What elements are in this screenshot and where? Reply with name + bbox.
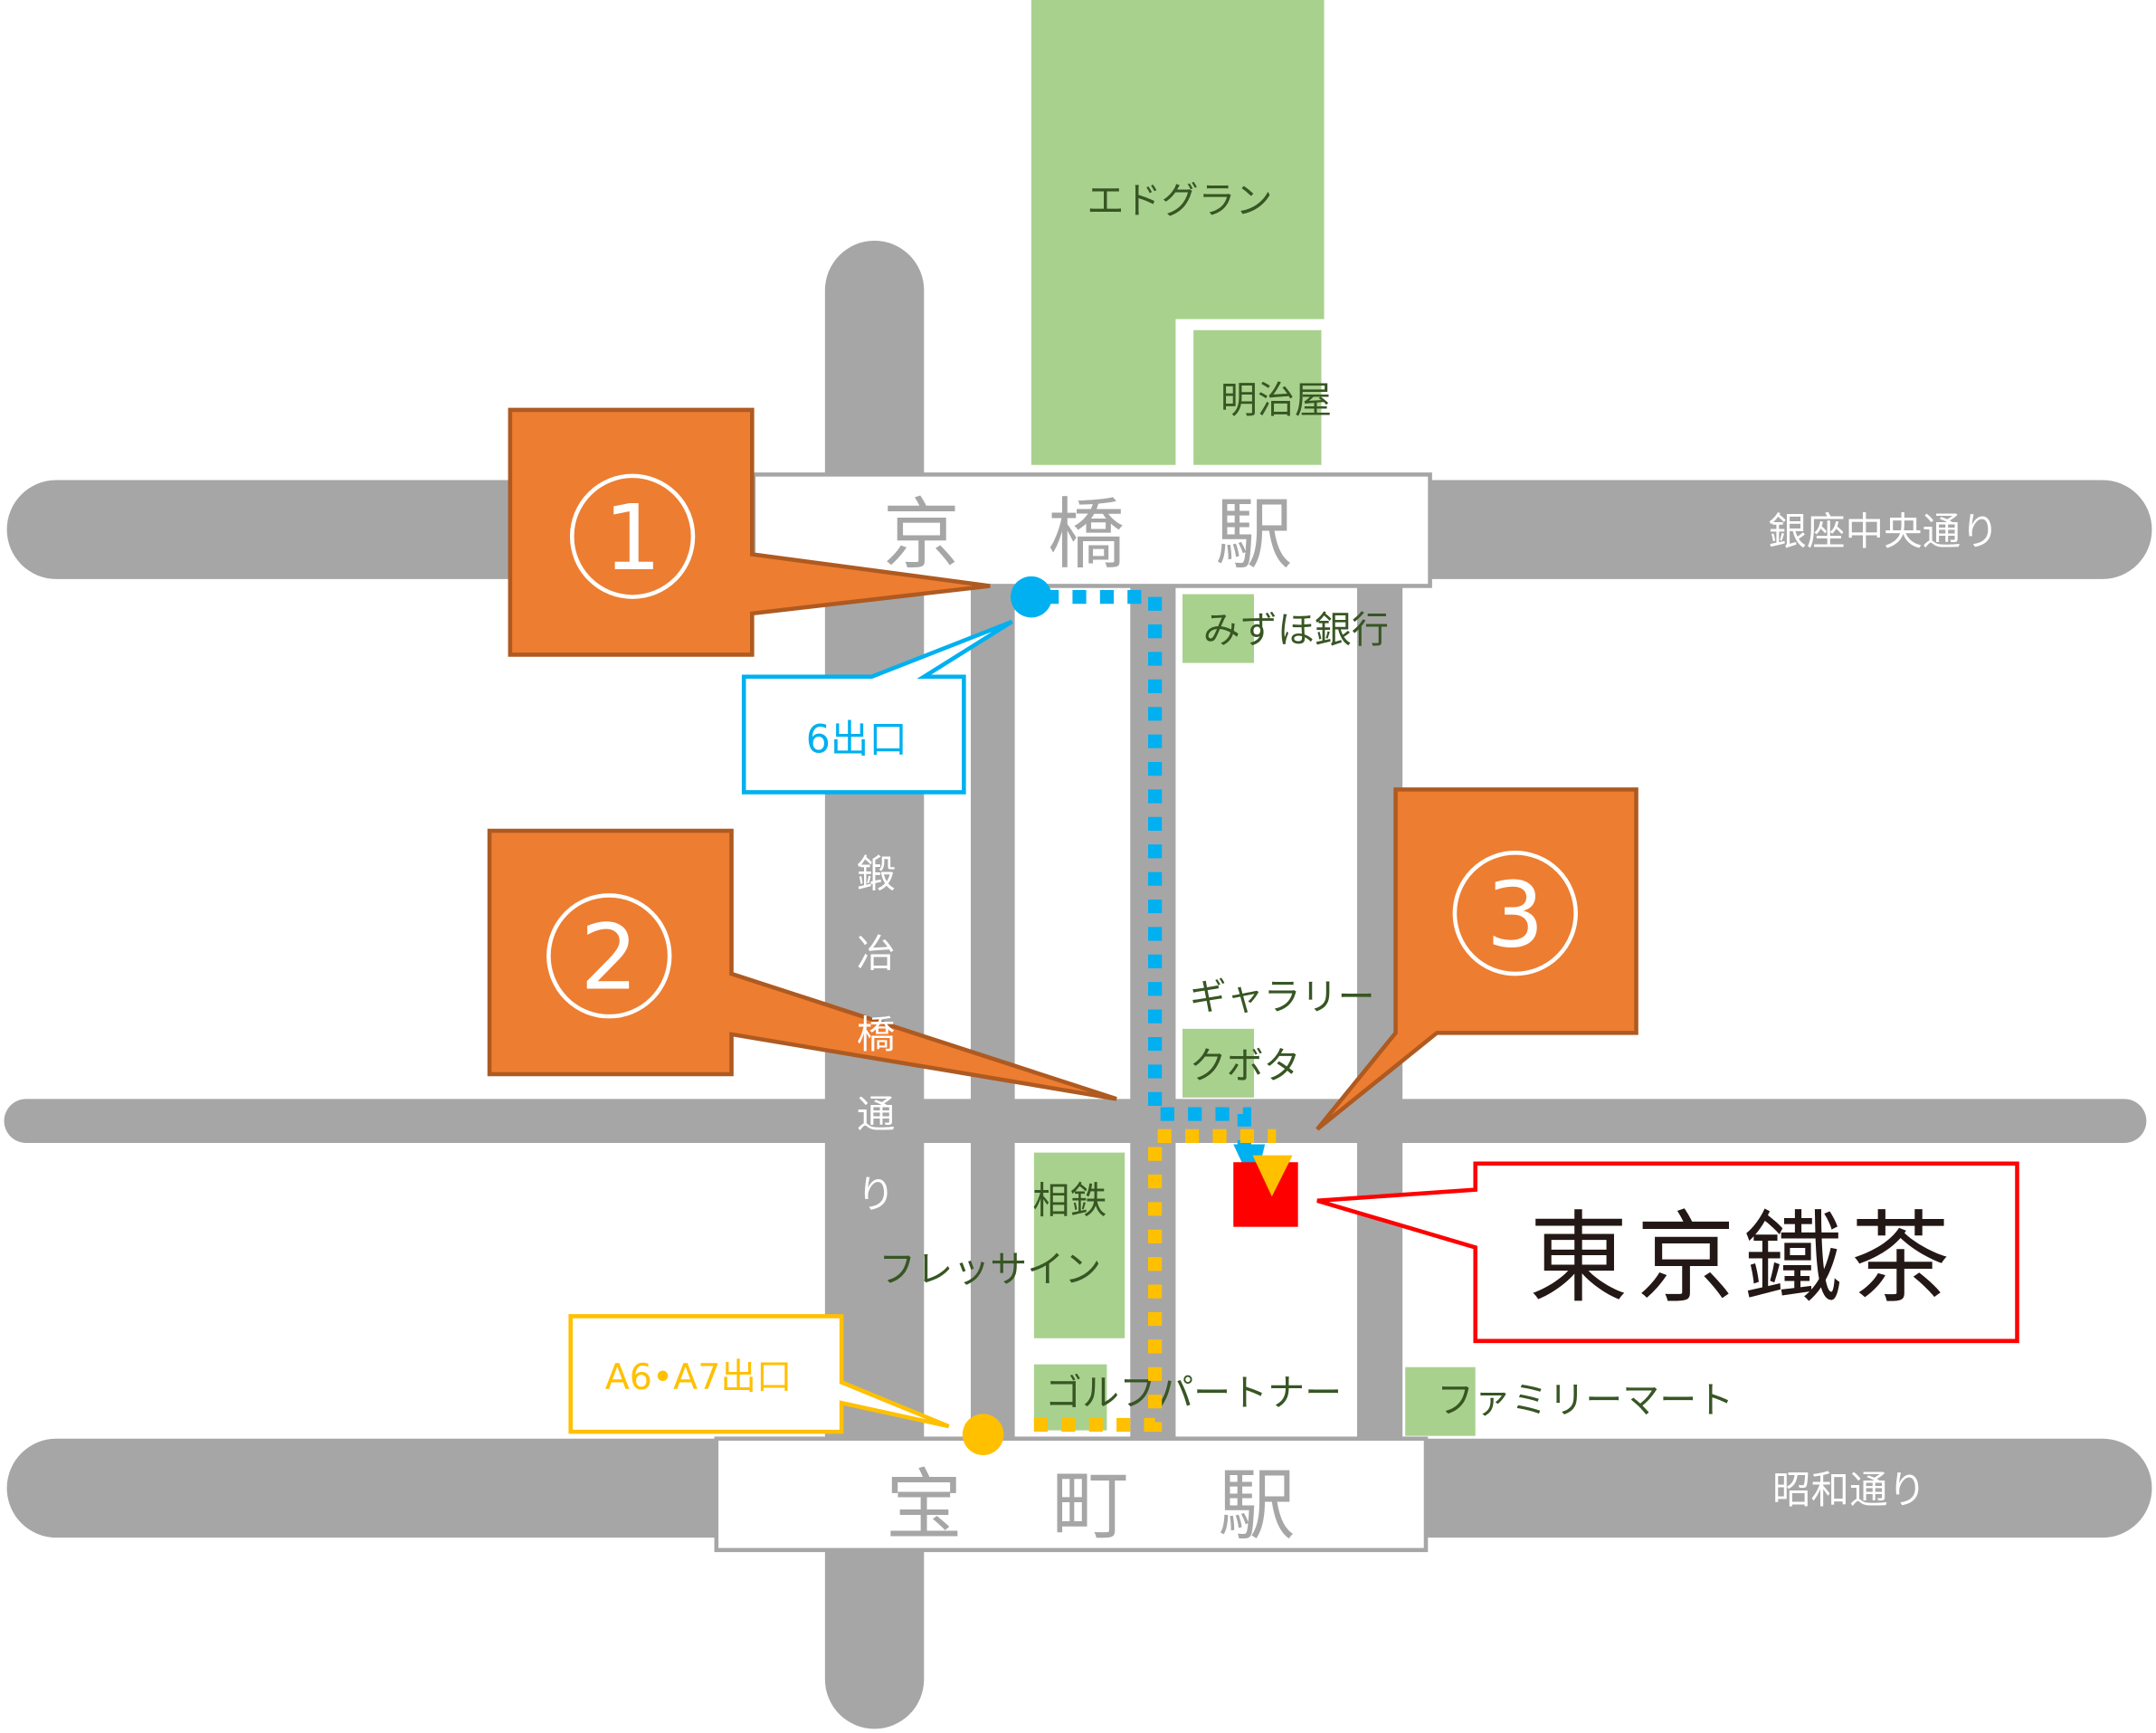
station-takaracho-char: 宝 [886, 1462, 963, 1551]
building-edogran [1031, 0, 1325, 465]
street-label-kajibashi: 鍛 冶 橋 通 り [857, 852, 896, 1217]
road-kajibashi [824, 241, 925, 1729]
building-mizuho [1182, 594, 1255, 663]
route-yellow [1033, 1128, 1277, 1433]
label-kubota: クボタ [1190, 1044, 1301, 1088]
exit6-callout [741, 619, 1013, 795]
road-middle [4, 1099, 2147, 1143]
street-1 [970, 578, 1015, 1439]
svg-text:通: 通 [857, 1093, 896, 1138]
exit6-marker [1011, 576, 1052, 618]
building-kubota [1182, 1028, 1255, 1098]
label-sotetsu: 相鉄 [1032, 1178, 1106, 1222]
station-kyobashi-char: 駅 [1215, 490, 1292, 580]
buildings [1031, 0, 1476, 1436]
label-mizuho: みずほ銀行 [1203, 608, 1389, 652]
svg-text:り: り [857, 1173, 896, 1217]
callout-number: 2 [580, 905, 638, 1011]
station-takaracho [714, 1436, 1429, 1553]
arrow-yellow-icon [1252, 1155, 1293, 1197]
label-meijiya: 明治屋 [1220, 378, 1332, 422]
building-meijiya [1193, 329, 1322, 465]
store-logo-callout [1316, 1161, 2019, 1344]
route-blue [1045, 590, 1251, 1145]
exitA6A7-marker [962, 1414, 1004, 1455]
svg-text:鍛: 鍛 [857, 852, 896, 897]
label-edogran: エドグラン [1087, 179, 1272, 223]
exitA6A7-callout [568, 1314, 950, 1434]
svg-text:冶: 冶 [857, 932, 896, 976]
store-logo: 東京鐵茶 [1529, 1201, 1958, 1317]
label-fresa: フレッサイン [879, 1247, 1101, 1290]
station-kyobashi-char: 京 [883, 490, 960, 580]
callout-number: 1 [603, 485, 661, 591]
callout-number: 3 [1486, 862, 1544, 968]
building-familymart [1405, 1366, 1476, 1436]
callout-1: 1 [508, 407, 991, 657]
exitA6A7-label: A6•A7出口 [605, 1357, 793, 1398]
label-gallery: ギャラリー [1190, 976, 1375, 1019]
svg-text:橋: 橋 [857, 1014, 896, 1058]
building-sotetsu [1033, 1152, 1125, 1338]
exit6-label: 6出口 [806, 718, 907, 762]
label-familymart: ファミリーマート [1437, 1378, 1733, 1422]
station-takaracho-char: 町 [1052, 1462, 1129, 1551]
callout-2: 2 [487, 828, 1117, 1101]
street-label-showa: 昭和通り [1772, 1469, 1926, 1513]
station-kyobashi [751, 472, 1432, 588]
callout-3: 3 [1315, 787, 1638, 1131]
label-golf: ゴルフパートナー [1045, 1371, 1342, 1414]
station-kyobashi-char: 橋 [1048, 490, 1125, 580]
station-takaracho-char: 駅 [1219, 1462, 1296, 1551]
street-label-ginza-chuo: 銀座中央通り [1768, 510, 1999, 555]
